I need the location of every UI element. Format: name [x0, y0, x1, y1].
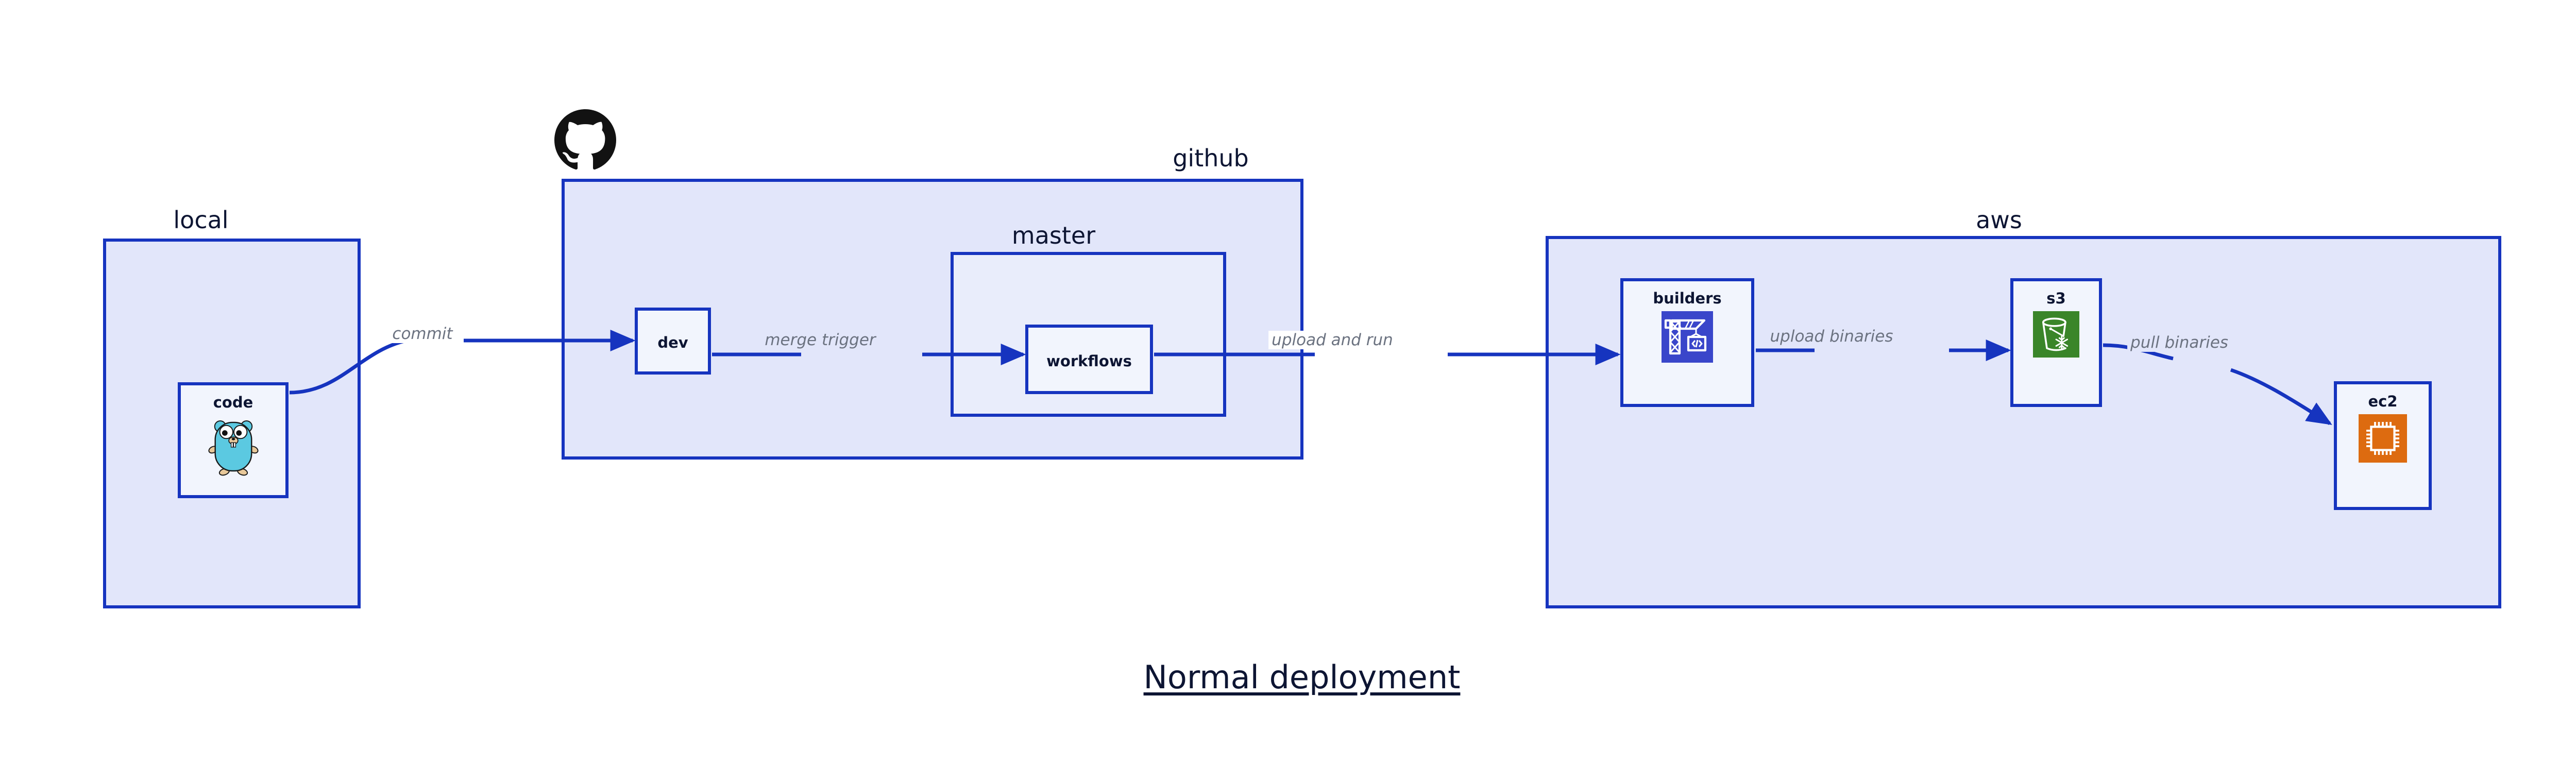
node-dev[interactable]: dev — [635, 308, 711, 375]
aws-ec2-icon — [2359, 414, 2407, 463]
aws-codebuild-icon — [1662, 311, 1713, 363]
edge-label-upload-binaries: upload binaries — [1767, 327, 1896, 346]
edge-label-merge-trigger: merge trigger — [761, 331, 879, 349]
node-label-builders: builders — [1653, 290, 1722, 307]
group-label-master: master — [1011, 222, 1096, 249]
group-label-github: github — [1173, 144, 1249, 172]
node-label-ec2: ec2 — [2368, 393, 2398, 410]
group-label-aws: aws — [1976, 206, 2022, 234]
node-label-s3: s3 — [2046, 290, 2066, 307]
diagram-title: Normal deployment — [1143, 658, 1461, 696]
node-label-workflows: workflows — [1046, 352, 1132, 370]
node-ec2[interactable]: ec2 — [2334, 381, 2432, 510]
aws-s3-glacier-icon — [2033, 311, 2079, 358]
github-octocat-icon — [554, 109, 616, 174]
node-label-dev: dev — [657, 334, 688, 351]
edge-label-pull-binaries: pull binaries — [2127, 333, 2231, 352]
node-code[interactable]: code — [178, 382, 289, 498]
node-workflows[interactable]: workflows — [1025, 325, 1153, 394]
edge-label-commit: commit — [389, 325, 456, 343]
node-s3[interactable]: s3 — [2010, 278, 2102, 407]
node-builders[interactable]: builders — [1620, 278, 1754, 407]
node-label-code: code — [213, 394, 253, 411]
group-label-local: local — [173, 206, 229, 234]
go-gopher-icon — [208, 415, 259, 479]
edge-label-upload-and-run: upload and run — [1268, 331, 1396, 349]
